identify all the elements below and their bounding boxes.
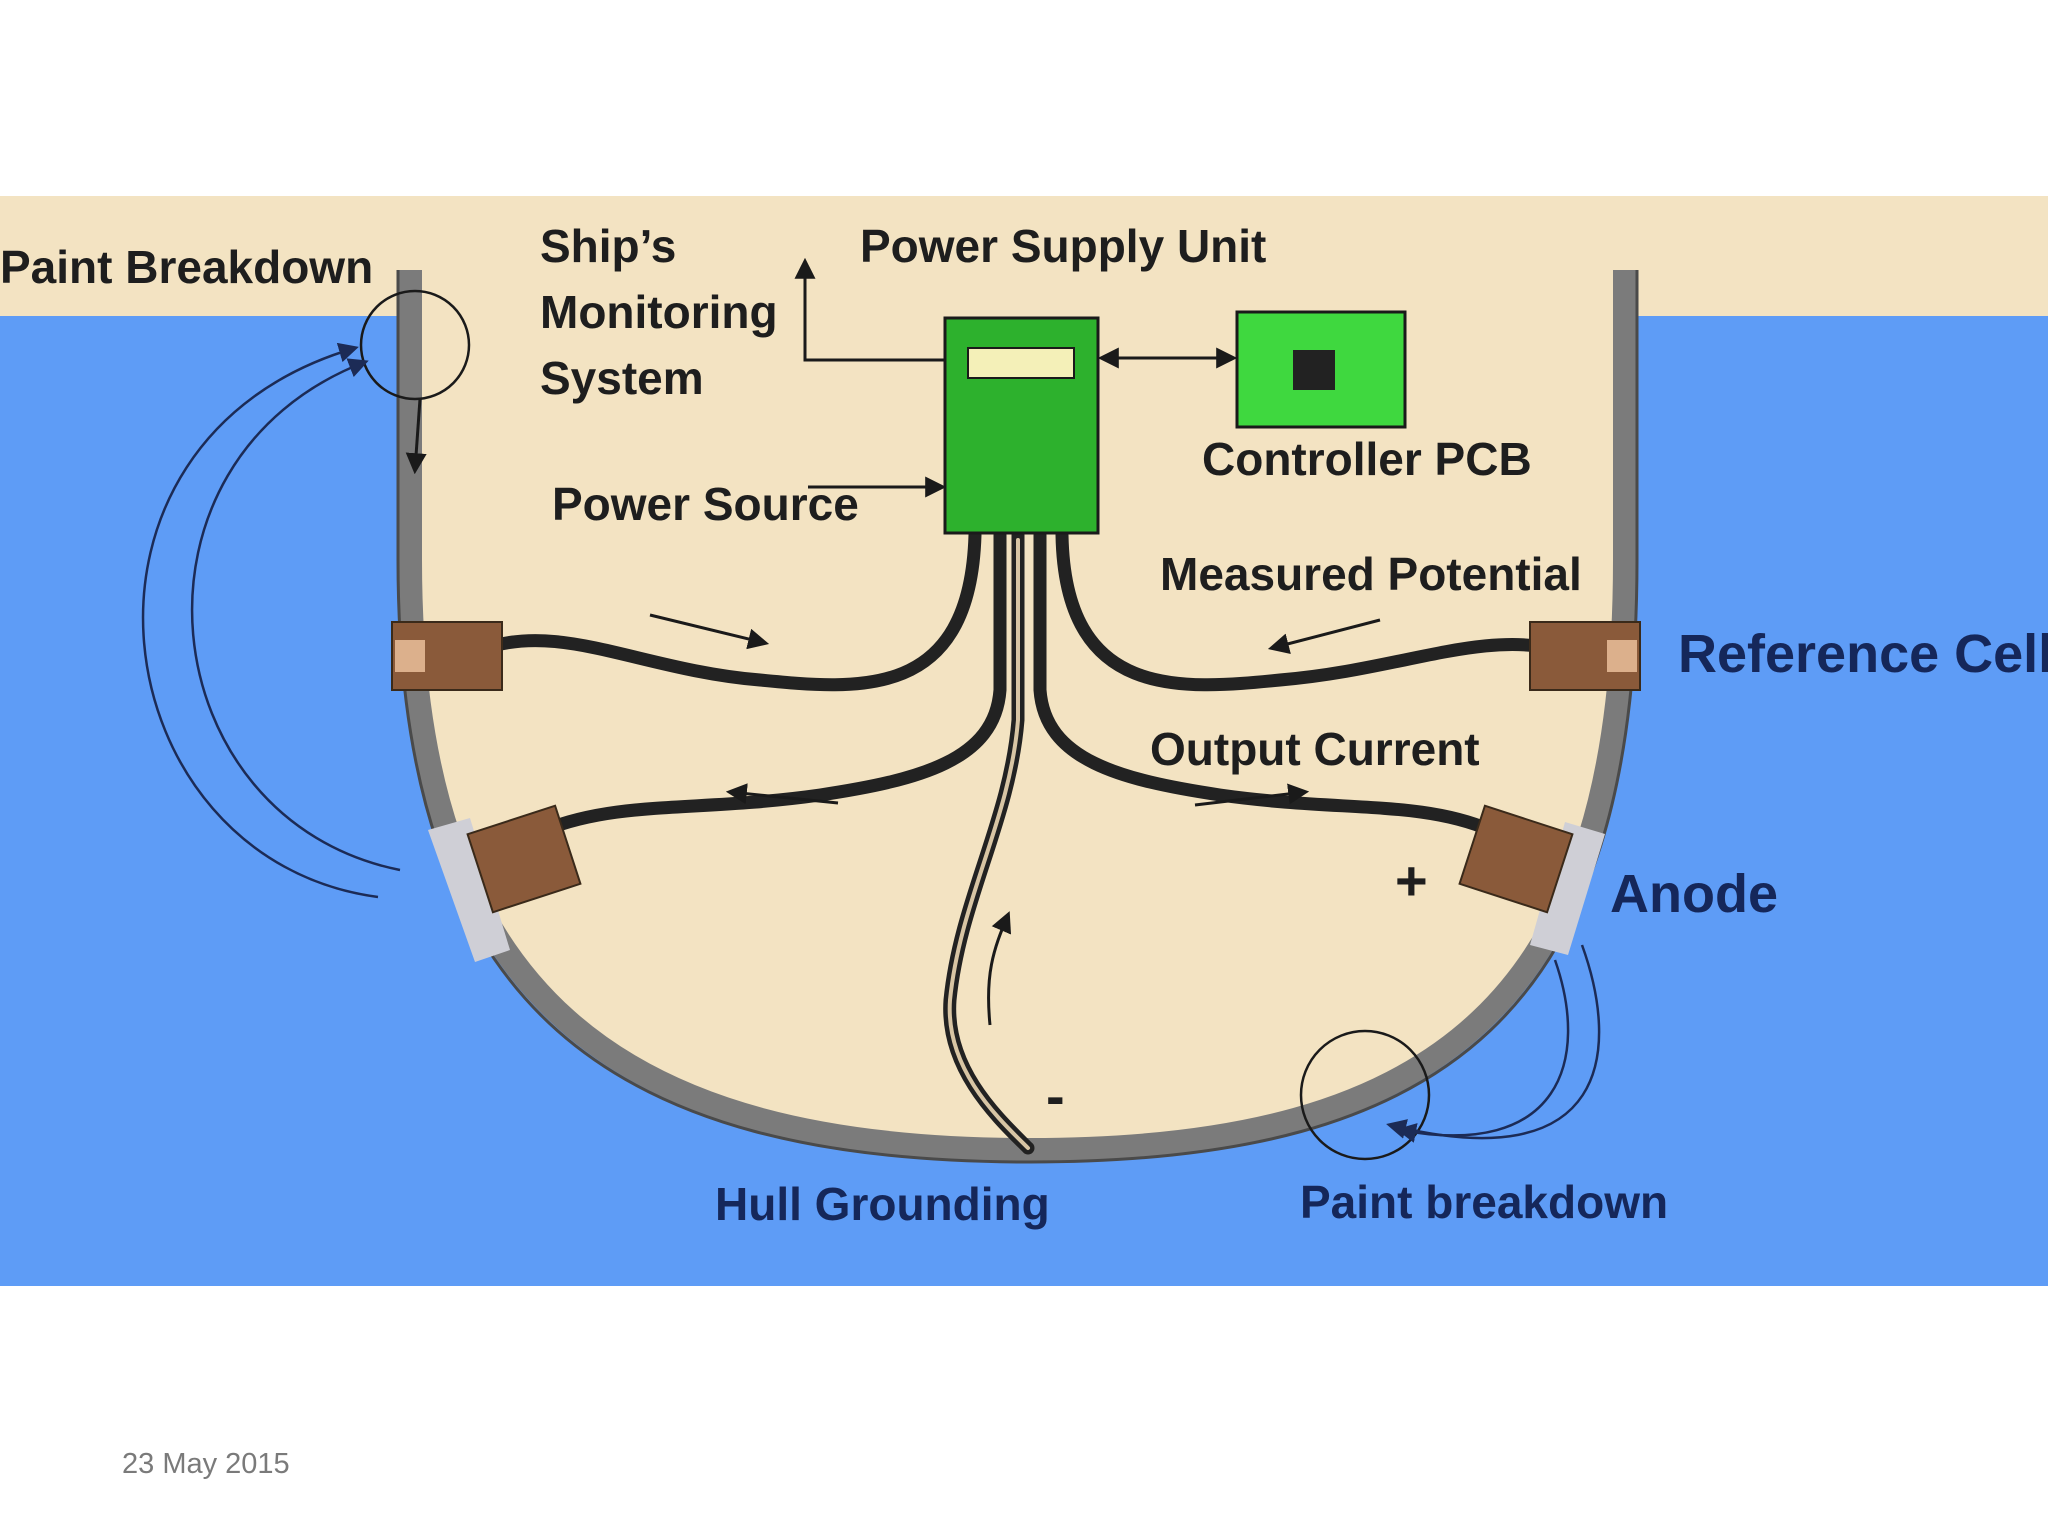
label-ships-monitoring-3: System [540, 352, 704, 404]
label-hull-grounding: Hull Grounding [715, 1178, 1050, 1230]
paint-breakdown-top-circle [359, 289, 471, 475]
anode-block-left [466, 804, 582, 914]
label-plus-sign: + [1395, 849, 1428, 912]
anode-block-right [1458, 804, 1574, 914]
psu-to-monitoring-arrow [794, 257, 945, 362]
label-ships-monitoring-2: Monitoring [540, 286, 778, 338]
label-power-source: Power Source [552, 478, 859, 530]
label-output-current: Output Current [1150, 723, 1480, 775]
flow-arrows [649, 613, 1381, 1026]
controller-pcb-chip [1293, 350, 1335, 390]
current-lines-left [141, 342, 401, 899]
label-ships-monitoring-1: Ship’s [540, 220, 676, 272]
footer-date: 23 May 2015 [122, 1448, 290, 1480]
current-lines-right [1386, 944, 1601, 1143]
reference-cell-right [1529, 621, 1641, 691]
label-power-supply-unit: Power Supply Unit [860, 220, 1266, 272]
anode-plate-left [428, 818, 510, 962]
reference-cell-left [391, 621, 503, 691]
label-paint-breakdown-top: Paint Breakdown [0, 241, 373, 293]
cables [473, 528, 1567, 1155]
paint-breakdown-bottom-circle [1299, 1029, 1431, 1161]
label-measured-potential: Measured Potential [1160, 548, 1582, 600]
label-controller-pcb: Controller PCB [1202, 433, 1532, 485]
label-paint-breakdown-bottom: Paint breakdown [1300, 1176, 1668, 1228]
label-anode: Anode [1610, 864, 1778, 924]
power-supply-display [967, 347, 1075, 379]
label-minus-sign: - [1046, 1064, 1065, 1127]
label-reference-cell: Reference Cell [1678, 624, 2048, 684]
anode-plate-right [1530, 822, 1605, 955]
